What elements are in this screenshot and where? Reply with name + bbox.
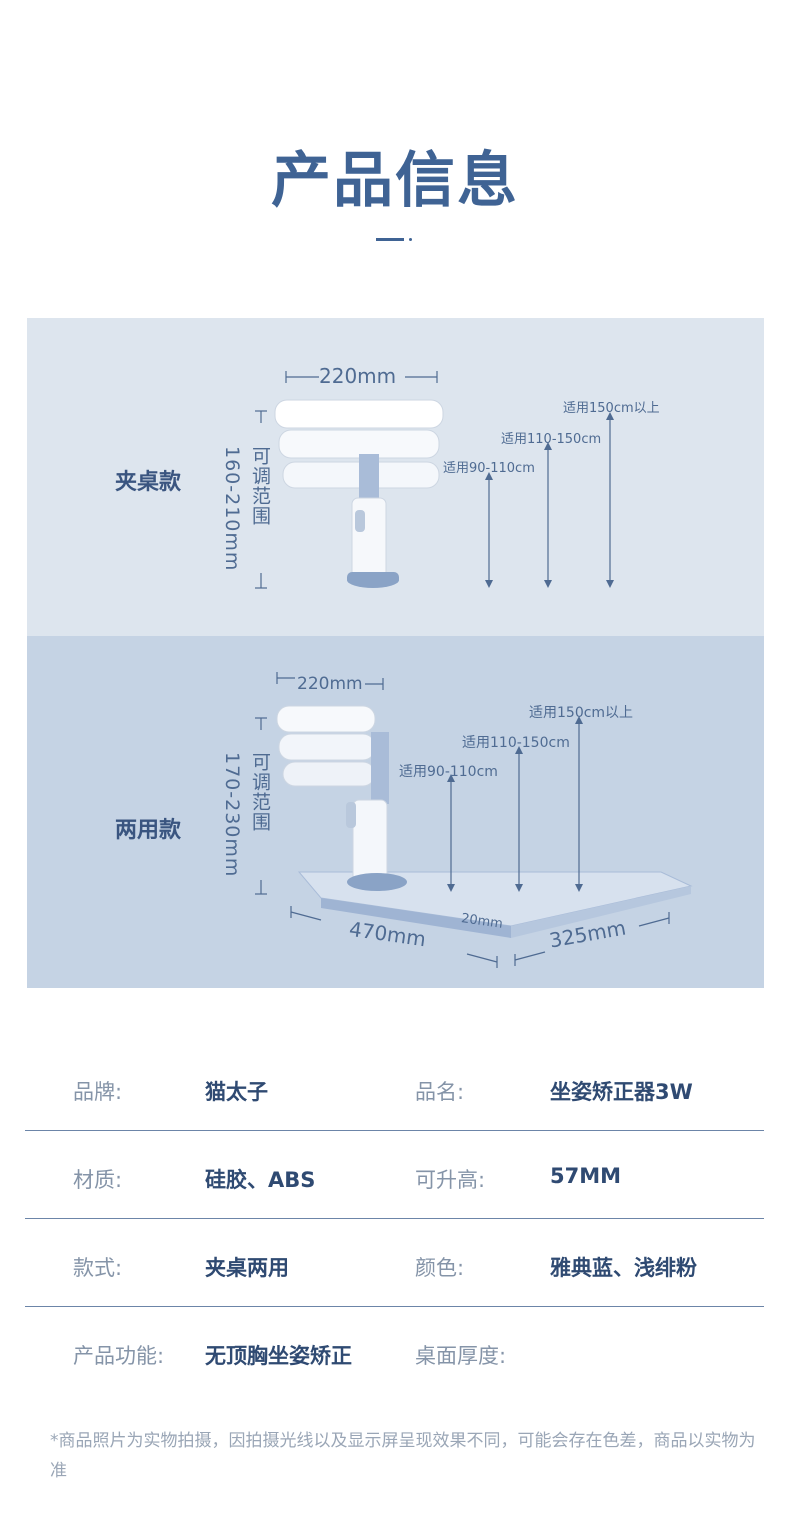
spec-key: 桌面厚度: <box>415 1344 507 1368</box>
title-divider <box>376 238 404 241</box>
width-dimension: 220mm <box>297 674 363 694</box>
spec-table: 品牌: 猫太子 品名: 坐姿矫正器3W 材质: 硅胶、ABS 可升高: 57MM… <box>25 1043 764 1395</box>
fit-height-2: 适用110-150cm <box>462 735 570 751</box>
dual-version-panel: 两用款 <box>27 636 764 988</box>
page-title: 产品信息 <box>271 146 519 216</box>
spec-row: 品牌: 猫太子 品名: 坐姿矫正器3W <box>25 1043 764 1131</box>
spec-row: 材质: 硅胶、ABS 可升高: 57MM <box>25 1131 764 1219</box>
spec-value: 坐姿矫正器3W <box>550 1080 693 1104</box>
spec-value: 雅典蓝、浅绯粉 <box>550 1256 697 1280</box>
clamp-product-illustration <box>255 371 614 589</box>
spec-value: 57MM <box>550 1164 622 1188</box>
dual-version-label: 两用款 <box>115 818 182 843</box>
fit-height-3: 适用150cm以上 <box>563 401 660 416</box>
adjust-range-value: 160-210mm <box>221 446 243 572</box>
adjust-range-label: 可调范围 <box>249 752 271 832</box>
spec-key: 产品功能: <box>73 1344 165 1368</box>
adjust-range-label: 可调范围 <box>249 446 271 526</box>
spec-key: 品牌: <box>73 1080 123 1104</box>
fit-height-3: 适用150cm以上 <box>529 705 634 721</box>
clamp-version-panel: 夹桌款 220mm 可调范围 160-210mm 适用90 <box>27 318 764 636</box>
fit-height-2: 适用110-150cm <box>501 432 602 447</box>
spec-value: 猫太子 <box>205 1080 268 1104</box>
disclaimer-note: *商品照片为实物拍摄，因拍摄光线以及显示屏呈现效果不同，可能会存在色差，商品以实… <box>50 1431 756 1481</box>
spec-key: 可升高: <box>415 1168 486 1192</box>
fit-height-1: 适用90-110cm <box>443 461 535 476</box>
spec-value: 夹桌两用 <box>205 1256 289 1280</box>
spec-key: 材质: <box>73 1168 123 1192</box>
spec-row: 产品功能: 无顶胸坐姿矫正 桌面厚度: <box>25 1307 764 1395</box>
spec-value: 无顶胸坐姿矫正 <box>205 1344 352 1368</box>
fit-height-1: 适用90-110cm <box>399 764 498 780</box>
title-divider-dot <box>409 238 412 241</box>
spec-value: 硅胶、ABS <box>205 1168 316 1192</box>
adjust-range-value: 170-230mm <box>221 752 243 878</box>
spec-key: 品名: <box>415 1080 465 1104</box>
dual-product-illustration <box>255 672 693 968</box>
spec-key: 款式: <box>73 1256 123 1280</box>
width-dimension: 220mm <box>319 364 397 388</box>
spec-key: 颜色: <box>415 1256 465 1280</box>
clamp-version-label: 夹桌款 <box>115 470 182 495</box>
spec-row: 款式: 夹桌两用 颜色: 雅典蓝、浅绯粉 <box>25 1219 764 1307</box>
